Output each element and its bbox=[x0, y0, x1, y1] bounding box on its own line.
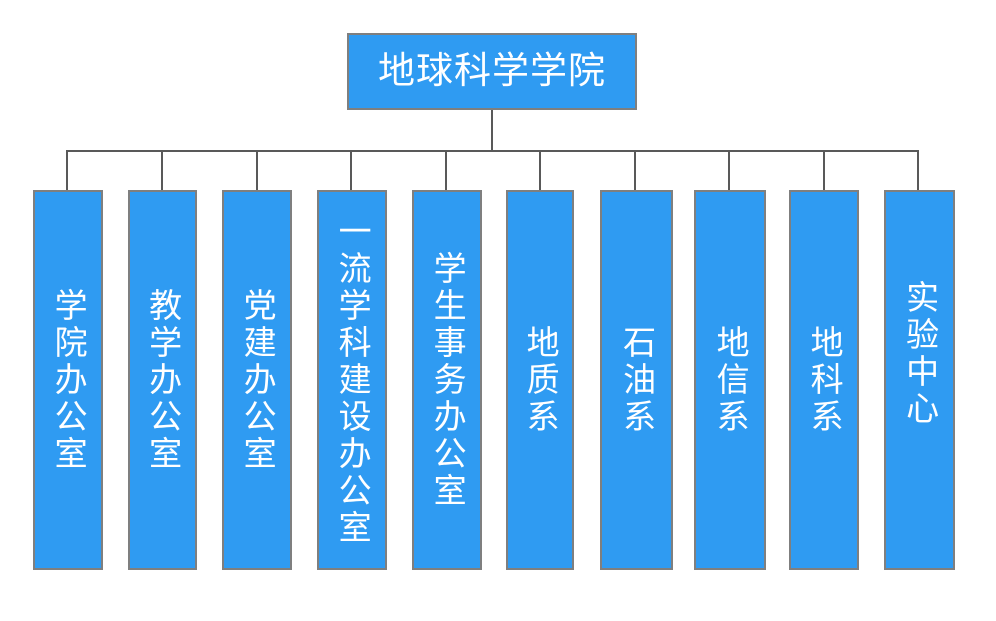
org-node-first-class-discipline-office[interactable]: 一流学科建设办公室 bbox=[317, 190, 387, 570]
org-node-party-building-office[interactable]: 党建办公室 bbox=[222, 190, 292, 570]
org-node-petroleum-department[interactable]: 石油系 bbox=[600, 190, 673, 570]
org-node-experiment-center-label: 实验中心 bbox=[900, 280, 940, 428]
org-node-root[interactable]: 地球科学学院 bbox=[347, 33, 637, 110]
connector-drop-8 bbox=[728, 150, 730, 190]
connector-root-stem bbox=[491, 110, 493, 151]
org-node-geoscience-department[interactable]: 地科系 bbox=[789, 190, 859, 570]
org-node-geology-department[interactable]: 地质系 bbox=[506, 190, 574, 570]
connector-drop-5 bbox=[445, 150, 447, 190]
org-node-petroleum-department-label: 石油系 bbox=[617, 324, 657, 436]
org-node-first-class-discipline-office-label: 一流学科建设办公室 bbox=[333, 213, 373, 547]
org-node-geoinformation-department[interactable]: 地信系 bbox=[694, 190, 766, 570]
org-node-student-affairs-office-label: 学生事务办公室 bbox=[428, 250, 468, 510]
connector-drop-10 bbox=[917, 150, 919, 190]
org-node-college-office[interactable]: 学院办公室 bbox=[33, 190, 103, 570]
org-node-college-office-label: 学院办公室 bbox=[49, 287, 89, 473]
connector-drop-1 bbox=[66, 150, 68, 190]
org-node-teaching-office[interactable]: 教学办公室 bbox=[128, 190, 197, 570]
org-node-party-building-office-label: 党建办公室 bbox=[238, 287, 278, 473]
org-node-student-affairs-office[interactable]: 学生事务办公室 bbox=[412, 190, 482, 570]
connector-horizontal-bus bbox=[67, 150, 919, 152]
connector-drop-2 bbox=[161, 150, 163, 190]
connector-drop-3 bbox=[256, 150, 258, 190]
org-node-geoinformation-department-label: 地信系 bbox=[711, 324, 751, 436]
connector-drop-4 bbox=[350, 150, 352, 190]
org-node-experiment-center[interactable]: 实验中心 bbox=[884, 190, 955, 570]
connector-drop-6 bbox=[539, 150, 541, 190]
org-node-teaching-office-label: 教学办公室 bbox=[143, 287, 183, 473]
org-node-root-label: 地球科学学院 bbox=[378, 49, 606, 93]
connector-drop-9 bbox=[823, 150, 825, 190]
connector-drop-7 bbox=[634, 150, 636, 190]
org-node-geology-department-label: 地质系 bbox=[521, 324, 561, 436]
org-node-geoscience-department-label: 地科系 bbox=[805, 324, 845, 436]
